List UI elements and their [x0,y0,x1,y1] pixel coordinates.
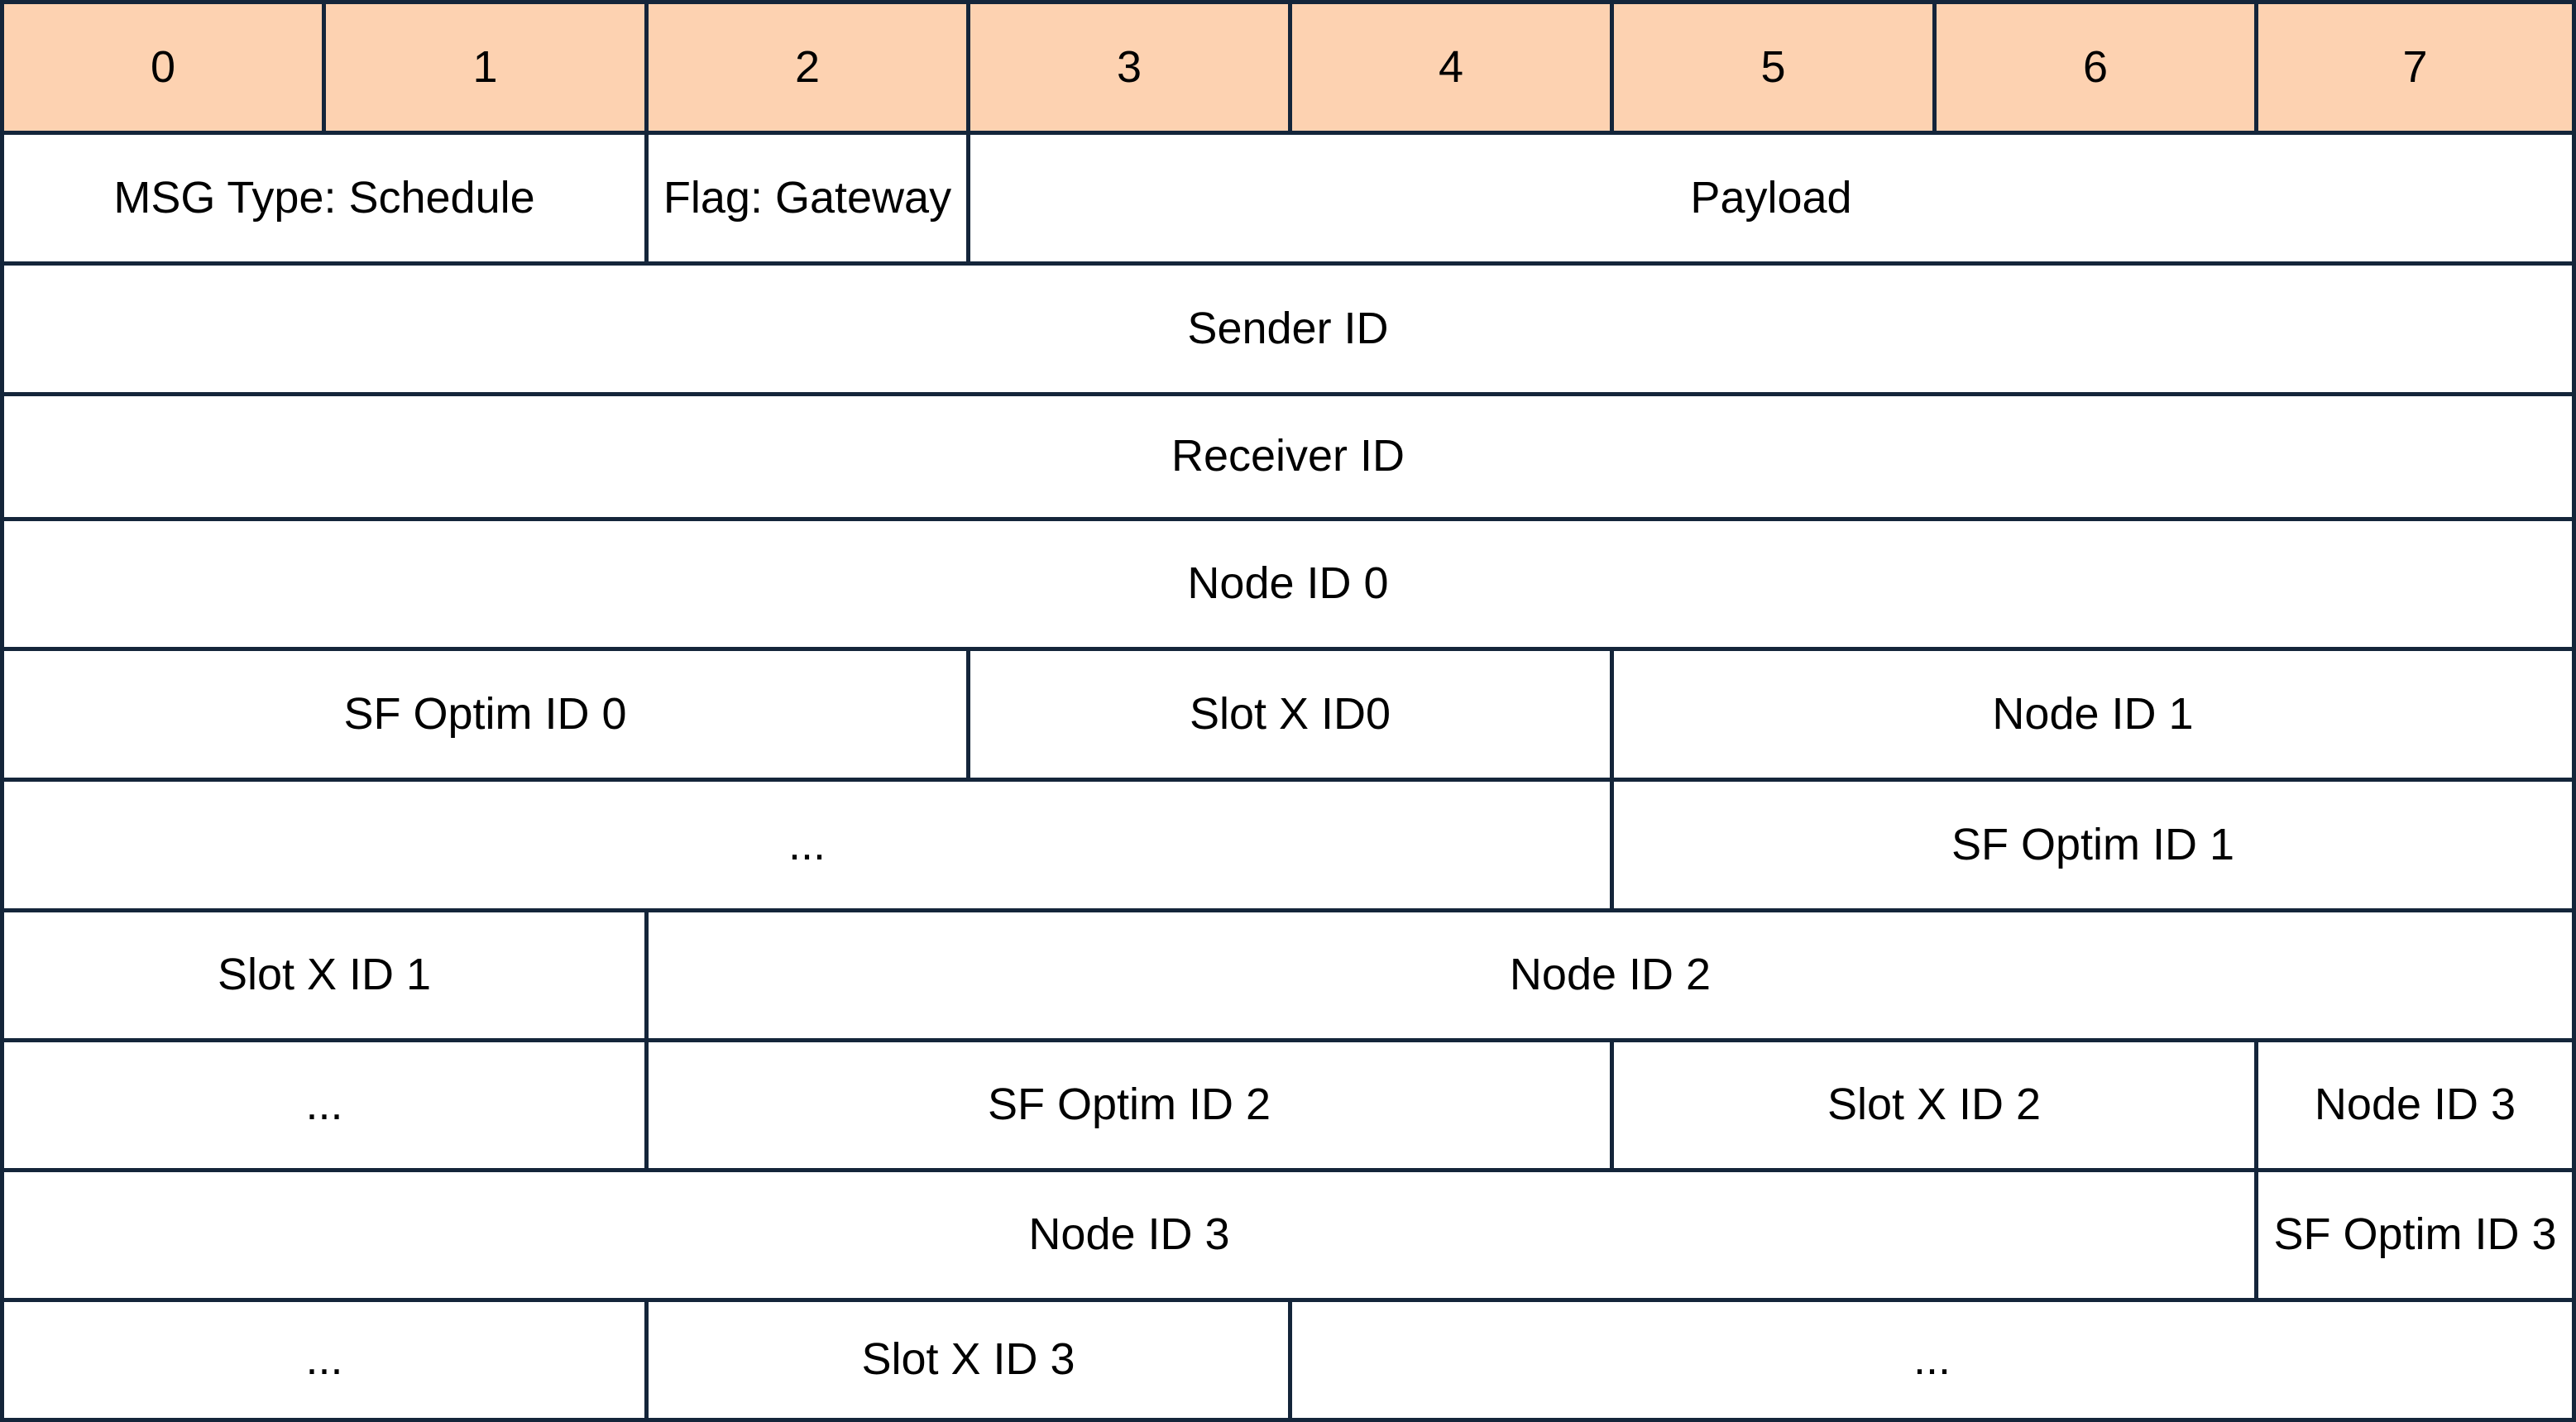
field-msg-type-schedule: MSG Type: Schedule [0,131,649,266]
bit-header-1: 1 [322,0,649,135]
field-node-id-1: Node ID 1 [1610,647,2576,782]
bit-header-5: 5 [1610,0,1937,135]
field-sf-optim-id-1: SF Optim ID 1 [1610,778,2576,912]
field-sender-id: Sender ID [0,261,2576,396]
bit-header-0: 0 [0,0,326,135]
field-slot-x-id-2: Slot X ID 2 [1610,1038,2258,1172]
bit-header-3: 3 [966,0,1292,135]
field-payload: Payload [966,131,2576,266]
bit-header-7: 7 [2254,0,2576,135]
field-node-id-0: Node ID 0 [0,517,2576,651]
bit-header-6: 6 [1932,0,2258,135]
field-sf-optim-id-0: SF Optim ID 0 [0,647,970,782]
field-receiver-id: Receiver ID [0,392,2576,521]
bit-header-4: 4 [1288,0,1614,135]
field-slot-x-id-3: Slot X ID 3 [644,1298,1292,1422]
field-node-id-2: Node ID 2 [644,908,2576,1042]
field-ellipsis: ... [1288,1298,2576,1422]
field-node-id-3: Node ID 3 [0,1168,2258,1302]
field-ellipsis: ... [0,1038,649,1172]
field-flag-gateway: Flag: Gateway [644,131,970,266]
field-sf-optim-id-3: SF Optim ID 3 [2254,1168,2576,1302]
field-slot-x-id0: Slot X ID0 [966,647,1614,782]
field-ellipsis: ... [0,778,1614,912]
bit-header-2: 2 [644,0,970,135]
field-ellipsis: ... [0,1298,649,1422]
field-node-id-3: Node ID 3 [2254,1038,2576,1172]
field-sf-optim-id-2: SF Optim ID 2 [644,1038,1614,1172]
field-slot-x-id-1: Slot X ID 1 [0,908,649,1042]
